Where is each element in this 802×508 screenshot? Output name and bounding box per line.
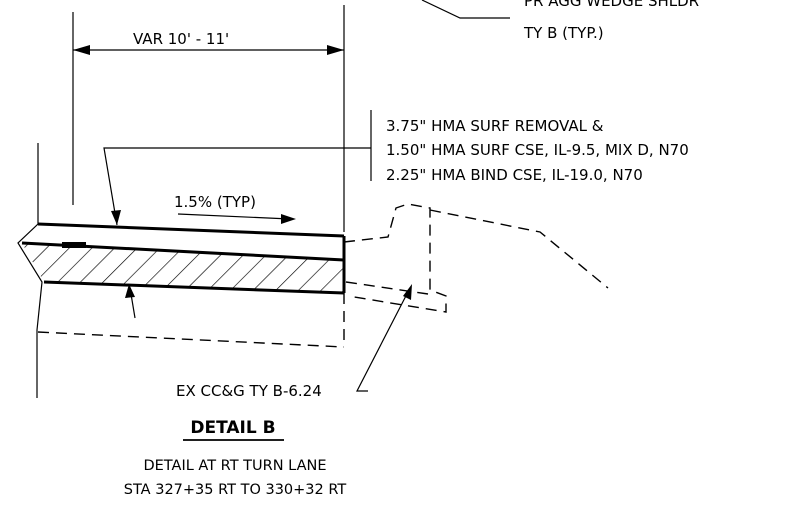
hma-label-line1: 3.75" HMA SURF REMOVAL &: [386, 117, 604, 135]
break-line-left: [17, 143, 43, 398]
binder-course-hatch: [22, 243, 344, 293]
existing-shoulder-slope: [429, 209, 609, 289]
hma-callout: 3.75" HMA SURF REMOVAL & 1.50" HMA SURF …: [103, 110, 689, 226]
wedge-label-line2: TY B (TYP.): [523, 24, 604, 42]
existing-features: [37, 203, 609, 348]
width-dimension-label: VAR 10' - 11': [133, 30, 229, 48]
detail-title: DETAIL B: [190, 418, 275, 438]
detail-subtitle-line2: STA 327+35 RT TO 330+32 RT: [124, 482, 347, 498]
hma-leader-line: [103, 147, 371, 226]
slope-arrow-line: [177, 213, 291, 220]
slope-label: 1.5% (TYP): [174, 193, 256, 211]
existing-gutter-line: [345, 281, 429, 295]
detail-title-block: DETAIL B DETAIL AT RT TURN LANE STA 327+…: [124, 418, 347, 498]
curb-leader-arrow: [403, 284, 412, 300]
binder-course-bottom: [43, 280, 345, 295]
wedge-shoulder-callout: PR AGG WEDGE SHLDR TY B (TYP.): [421, 0, 699, 42]
curb-callout: EX CC&G TY B-6.24: [176, 284, 412, 400]
slope-arrow-head: [281, 214, 296, 224]
slope-annotation: 1.5% (TYP): [174, 193, 296, 224]
hma-label-line2: 1.50" HMA SURF CSE, IL-9.5, MIX D, N70: [386, 141, 689, 159]
pavement-section: [17, 143, 346, 398]
dimension-arrow-left: [73, 45, 90, 55]
width-dimension: VAR 10' - 11': [72, 5, 345, 232]
interface-leader-arrow: [125, 284, 135, 298]
dimension-arrow-right: [327, 45, 344, 55]
wedge-leader-line: [421, 0, 510, 19]
hma-leader-arrow: [111, 210, 121, 225]
wedge-label-line1: PR AGG WEDGE SHLDR: [524, 0, 699, 10]
hma-label-line3: 2.25" HMA BIND CSE, IL-19.0, N70: [386, 166, 643, 184]
curb-label: EX CC&G TY B-6.24: [176, 382, 322, 400]
existing-curb-gutter: [343, 203, 447, 313]
surface-course-top: [37, 222, 345, 238]
detail-subtitle-line1: DETAIL AT RT TURN LANE: [143, 458, 326, 474]
pavement-marker: [62, 242, 86, 248]
curb-leader-line: [356, 287, 411, 392]
existing-base-line: [37, 331, 345, 348]
